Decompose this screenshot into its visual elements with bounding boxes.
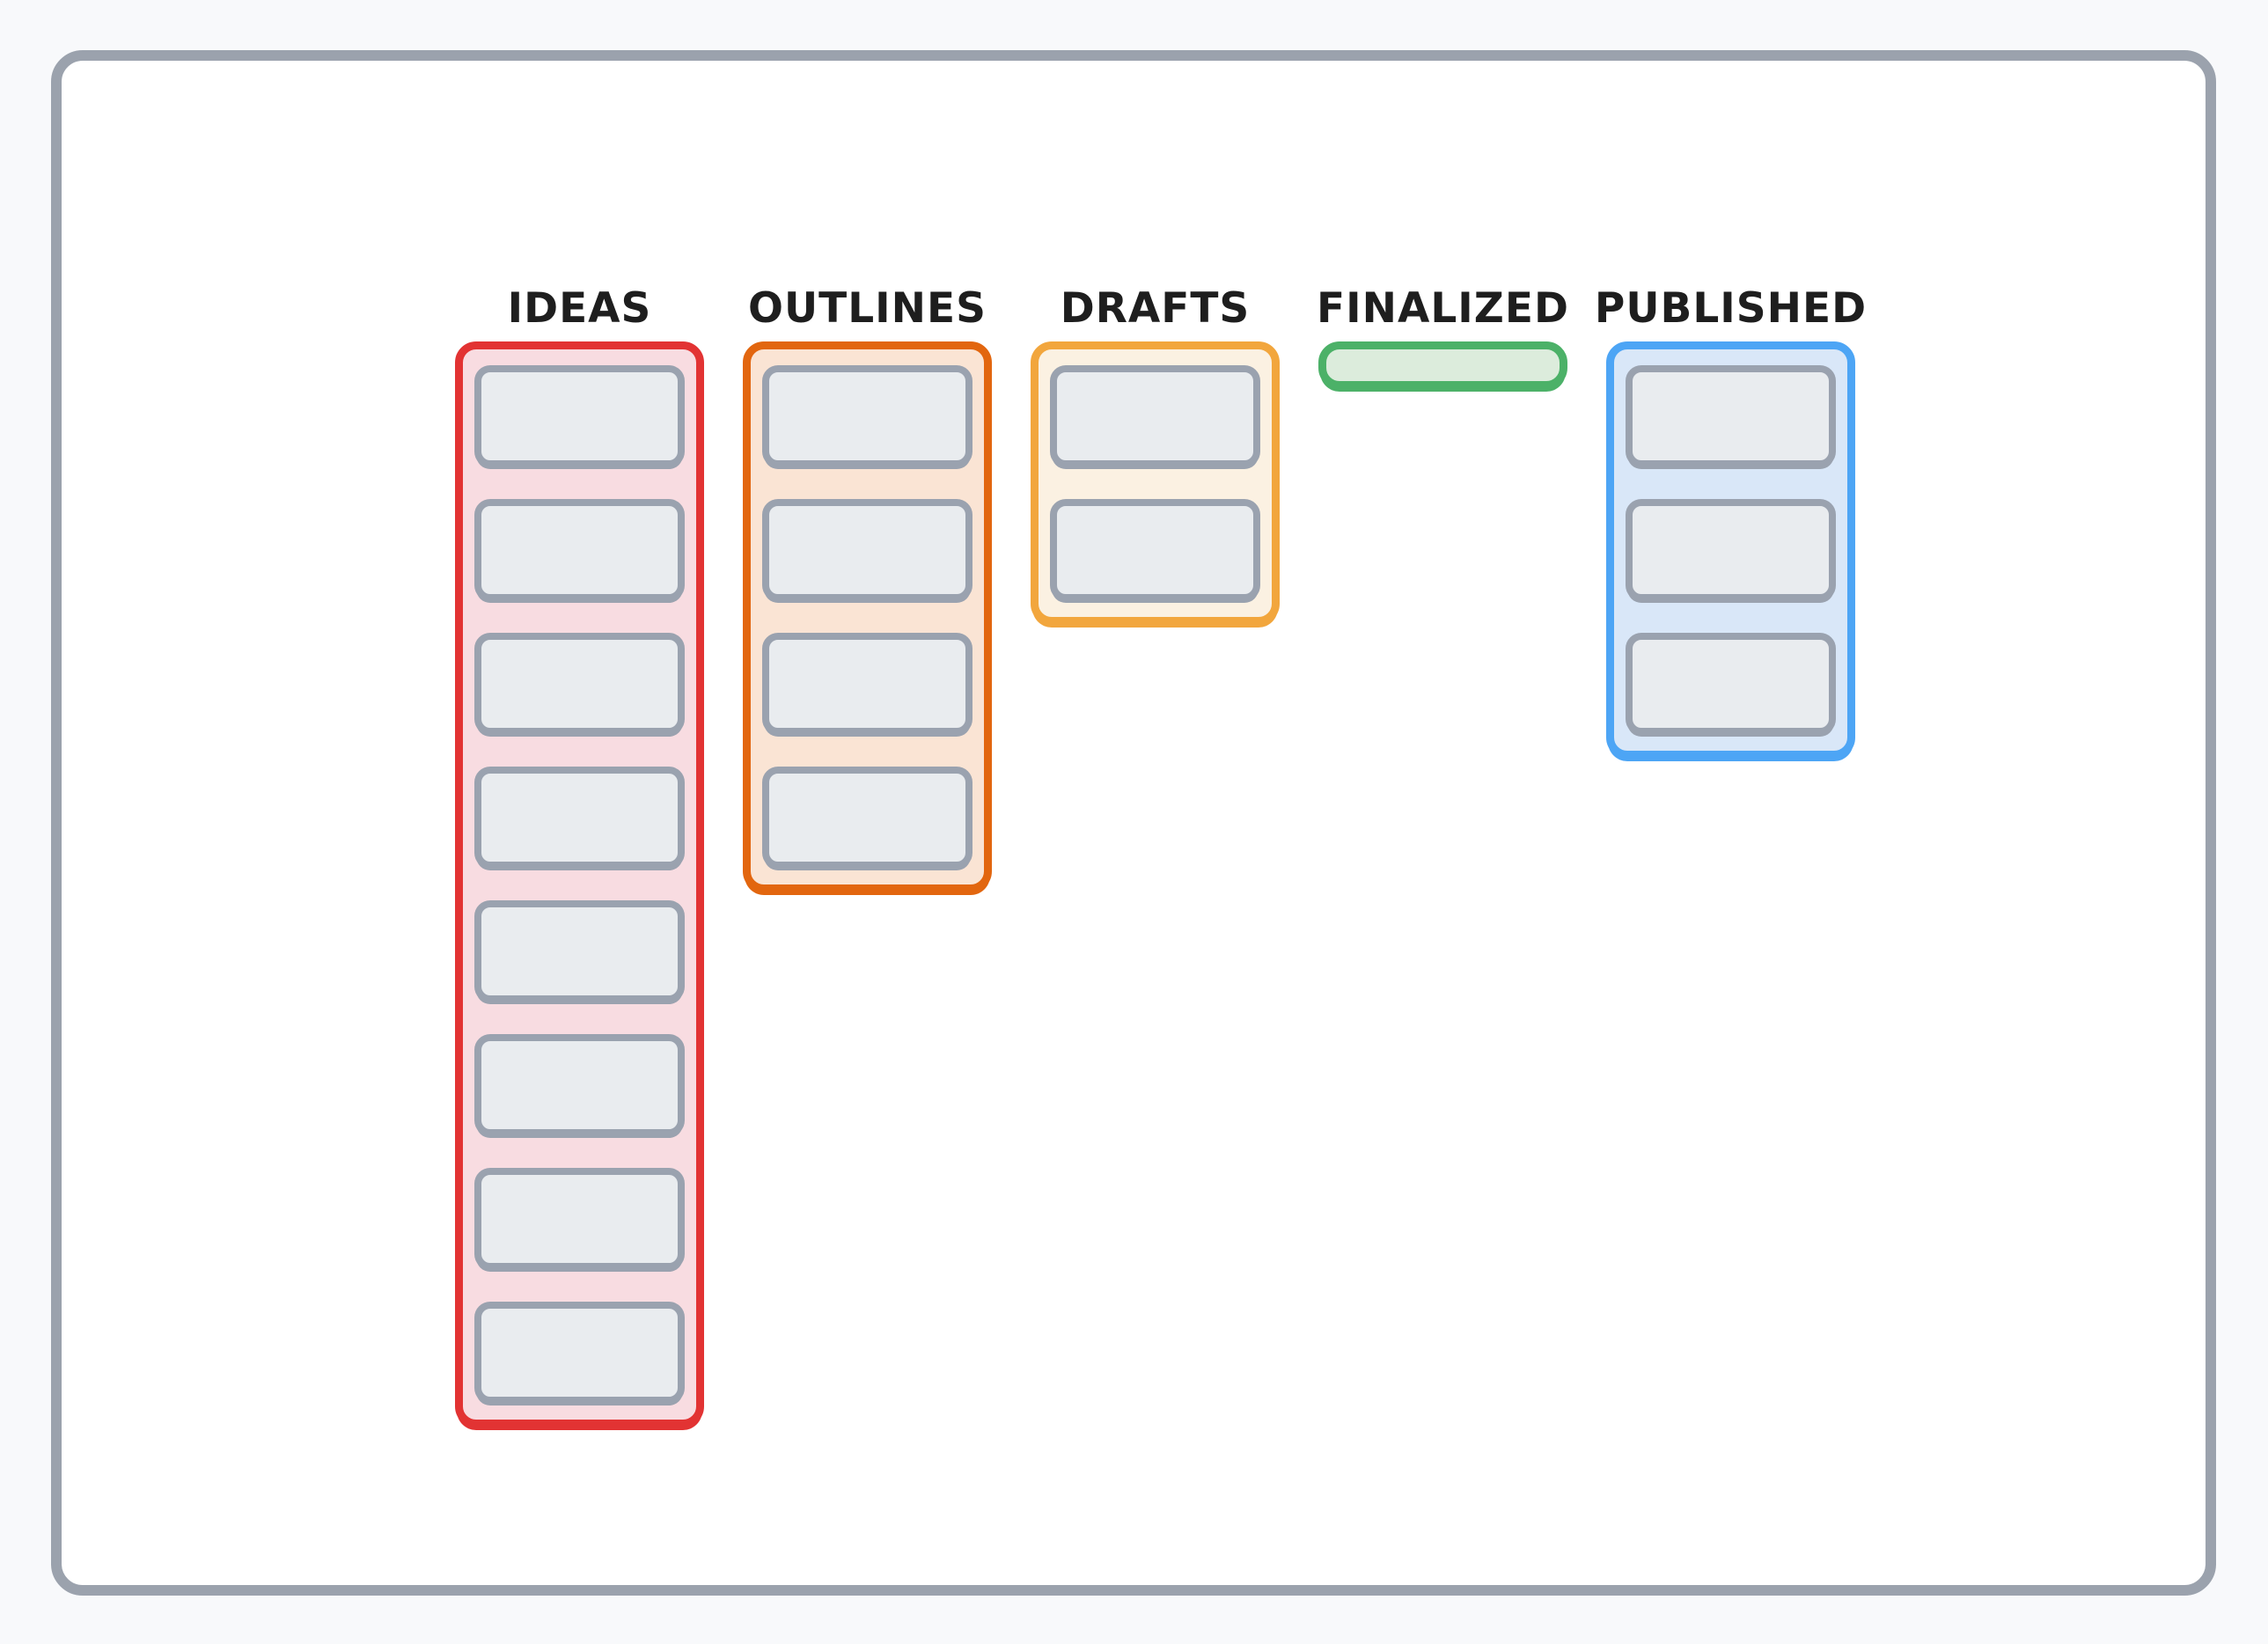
column-group-ideas: IDEAS [455,287,704,1427]
card-ideas-2[interactable] [474,499,685,601]
column-drafts[interactable] [1031,341,1280,625]
column-label-drafts: DRAFTS [1060,284,1251,333]
column-outlines[interactable] [743,341,992,892]
card-outlines-4[interactable] [762,767,973,869]
column-group-finalized: FINALIZED [1317,284,1569,389]
card-ideas-1[interactable] [474,365,685,467]
column-published[interactable] [1606,341,1855,759]
column-label-finalized: FINALIZED [1317,284,1569,333]
card-published-3[interactable] [1626,633,1836,735]
card-outlines-2[interactable] [762,499,973,601]
column-label-ideas: IDEAS [507,284,652,333]
column-group-published: PUBLISHED [1595,287,1866,759]
card-ideas-3[interactable] [474,633,685,735]
whiteboard-frame [51,50,2216,1596]
card-ideas-4[interactable] [474,767,685,869]
column-group-outlines: OUTLINES [743,287,992,892]
column-group-drafts: DRAFTS [1031,287,1280,625]
card-drafts-2[interactable] [1050,499,1260,601]
card-published-1[interactable] [1626,365,1836,467]
card-outlines-1[interactable] [762,365,973,467]
card-ideas-5[interactable] [474,900,685,1002]
column-label-published: PUBLISHED [1594,284,1868,333]
card-ideas-8[interactable] [474,1302,685,1404]
board: IDEAS OUTLINES DRAFTS FINALIZED PUBLISHE… [455,284,1866,1427]
column-finalized[interactable] [1318,341,1567,389]
card-drafts-1[interactable] [1050,365,1260,467]
card-published-2[interactable] [1626,499,1836,601]
card-ideas-7[interactable] [474,1168,685,1270]
card-outlines-3[interactable] [762,633,973,735]
column-label-outlines: OUTLINES [748,284,987,333]
column-ideas[interactable] [455,341,704,1427]
card-ideas-6[interactable] [474,1034,685,1136]
